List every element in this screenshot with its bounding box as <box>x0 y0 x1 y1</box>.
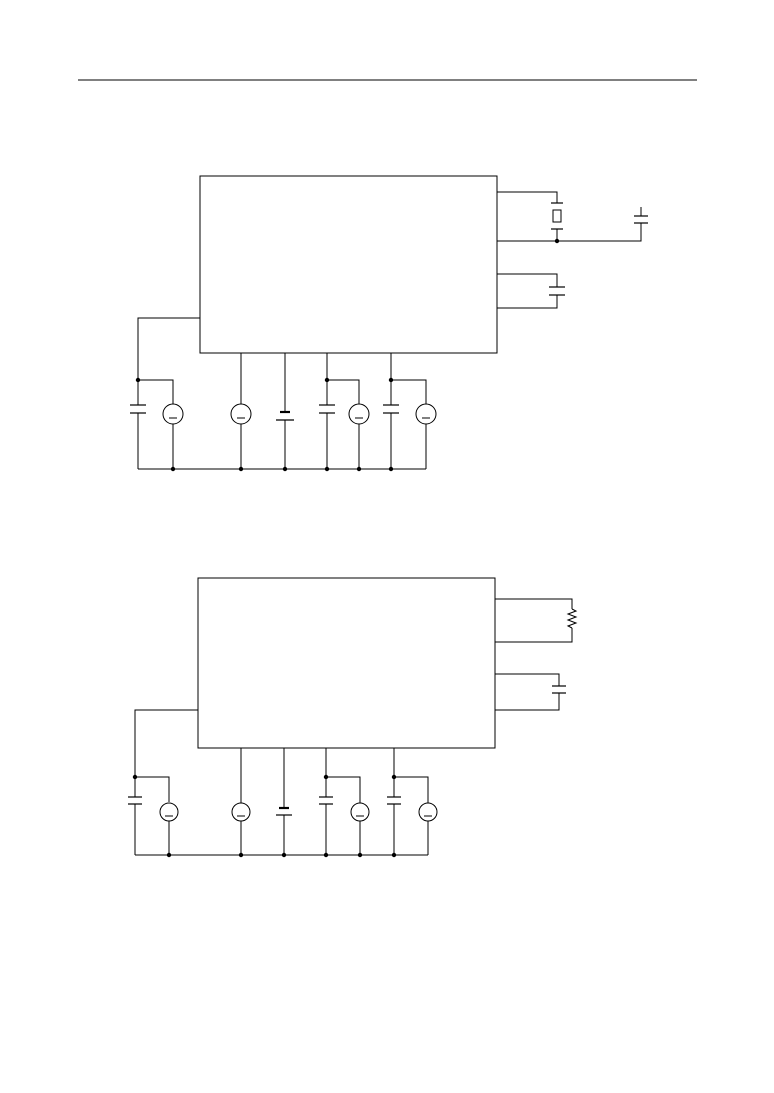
meter-icon <box>418 802 438 822</box>
ground-bus <box>138 466 426 472</box>
dc-source-branch <box>276 748 292 855</box>
output-capacitor-network <box>497 273 565 309</box>
supply-branch-left <box>130 317 200 469</box>
supply-branch-4 <box>383 353 437 469</box>
resistor-icon <box>566 608 578 629</box>
test-circuit-2 <box>128 577 578 858</box>
meter-icon <box>159 802 179 822</box>
test-circuit-1 <box>130 175 648 472</box>
meter-icon <box>230 403 252 425</box>
supply-branch-3 <box>319 353 370 469</box>
ic-block <box>197 577 496 749</box>
meter-icon <box>231 802 251 822</box>
meter-icon <box>348 403 370 425</box>
crystal-icon <box>552 209 562 223</box>
dc-source-branch <box>276 353 294 469</box>
resistor-network <box>495 598 578 643</box>
supply-branch-3 <box>319 748 370 855</box>
meter-icon <box>162 403 184 425</box>
meter-icon <box>415 403 437 425</box>
meter-icon <box>350 802 370 822</box>
crystal-network <box>497 191 648 244</box>
output-capacitor-network <box>495 673 566 711</box>
ic-block <box>199 175 498 354</box>
supply-branch-meter-2 <box>231 748 251 855</box>
supply-branch-4 <box>387 748 438 855</box>
supply-branch-left <box>128 709 198 855</box>
supply-branch-meter-2 <box>230 353 252 469</box>
ground-bus <box>135 852 428 858</box>
